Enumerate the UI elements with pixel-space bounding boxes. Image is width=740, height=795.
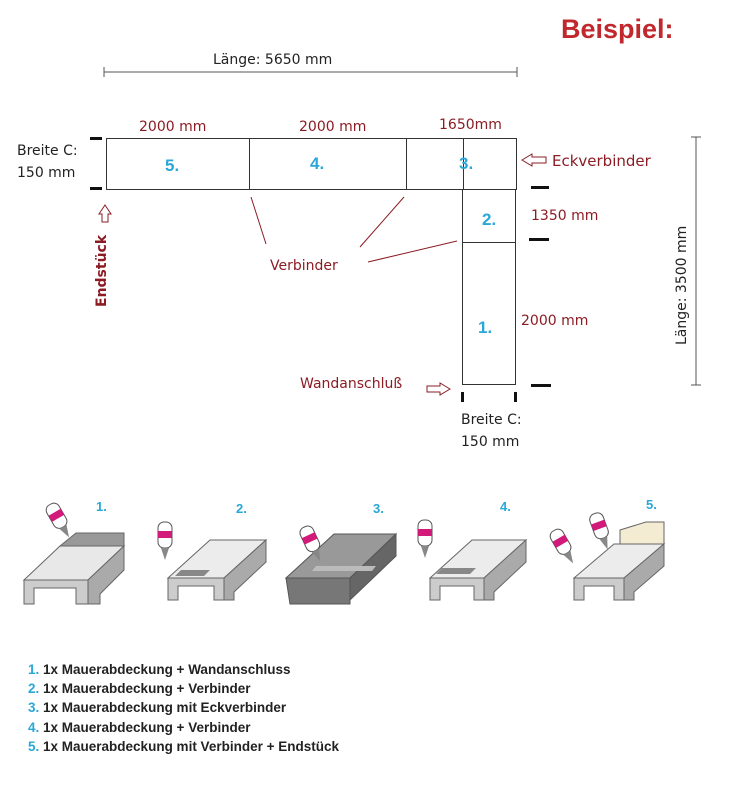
step-4-image xyxy=(417,519,528,601)
step-5-number: 5. xyxy=(646,497,657,512)
segment-5 xyxy=(106,138,250,190)
verbinder-label: Verbinder xyxy=(270,258,338,274)
legend-item: 1. 1x Mauerabdeckung + Wandanschluss xyxy=(28,660,339,679)
legend-text: 1x Mauerabdeckung + Wandanschluss xyxy=(39,662,291,677)
tick-mark xyxy=(531,186,549,189)
corner-piece xyxy=(463,138,517,190)
segment-2 xyxy=(462,189,516,243)
legend-text: 1x Mauerabdeckung + Verbinder xyxy=(39,681,251,697)
breite-bottom-line1: Breite C: xyxy=(461,412,522,428)
legend-list: 1. 1x Mauerabdeckung + Wandanschluss 2. … xyxy=(28,660,339,756)
legend-number: 1. xyxy=(28,662,40,677)
segment-4-length: 2000 mm xyxy=(299,119,367,135)
legend-item: 3. 1x Mauerabdeckung mit Eckverbinder xyxy=(28,698,339,717)
segment-3-length: 1650mm xyxy=(439,117,502,133)
segment-2-number: 2. xyxy=(482,210,497,229)
legend-item: 5. 1x Mauerabdeckung mit Verbinder + End… xyxy=(28,737,339,756)
tick-mark xyxy=(90,187,102,190)
step-5-image xyxy=(547,510,666,601)
step-2-image xyxy=(157,521,268,601)
segment-1-length: 2000 mm xyxy=(521,313,589,329)
tick-mark xyxy=(514,392,517,402)
tick-mark xyxy=(461,392,464,402)
legend-text: 1x Mauerabdeckung mit Eckverbinder xyxy=(39,700,287,716)
step-2-number: 2. xyxy=(236,501,247,516)
legend-item: 4. 1x Mauerabdeckung + Verbinder xyxy=(28,718,339,737)
total-length-top: Länge: 5650 mm xyxy=(213,52,333,68)
legend-item: 2. 1x Mauerabdeckung + Verbinder xyxy=(28,679,339,698)
segment-5-length: 2000 mm xyxy=(139,119,207,135)
segment-5-number: 5. xyxy=(165,156,180,175)
legend-text: 1x Mauerabdeckung mit Verbinder + Endstü… xyxy=(39,738,339,754)
segment-4 xyxy=(249,138,407,190)
step-4-number: 4. xyxy=(500,499,511,514)
breite-left-line1: Breite C: xyxy=(17,143,78,159)
legend-number: 4. xyxy=(28,719,40,735)
eckverbinder-label: Eckverbinder xyxy=(552,152,651,170)
wandanschluss-label: Wandanschluß xyxy=(300,376,403,392)
segment-2-length: 1350 mm xyxy=(531,208,599,224)
page-title: Beispiel: xyxy=(561,14,674,44)
breite-left-line2: 150 mm xyxy=(17,165,76,181)
legend-number: 3. xyxy=(28,700,40,716)
step-1-image xyxy=(22,500,126,605)
breite-bottom-line2: 150 mm xyxy=(461,434,520,450)
segment-1-number: 1. xyxy=(478,318,493,337)
segment-4-number: 4. xyxy=(310,154,325,173)
tick-mark xyxy=(531,384,551,387)
step-3-image xyxy=(284,523,398,605)
segment-1 xyxy=(462,242,516,385)
tick-mark xyxy=(529,238,549,241)
step-3-number: 3. xyxy=(373,501,384,516)
legend-number: 2. xyxy=(28,681,40,697)
step-1-number: 1. xyxy=(96,499,107,514)
legend-text: 1x Mauerabdeckung + Verbinder xyxy=(39,719,251,735)
legend-number: 5. xyxy=(28,738,40,754)
segment-3-number: 3. xyxy=(459,154,474,173)
tick-mark xyxy=(90,137,102,140)
